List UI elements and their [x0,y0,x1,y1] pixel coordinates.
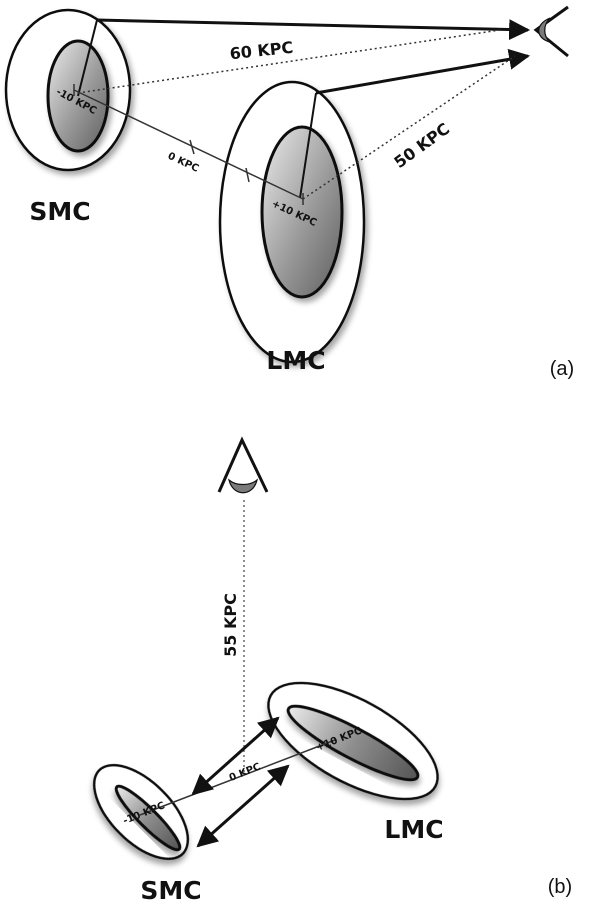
lmc-galaxy-a [218,80,366,364]
smc-galaxy-b [92,763,190,861]
lmc-inner-body [286,704,420,782]
lmc-label: LMC [384,815,443,844]
tick-mid-a [245,167,250,183]
separation-arrow-lower [196,764,290,848]
panel-label-b: (b) [548,876,572,898]
distance-label-lmc: 50 KPC [390,119,453,172]
smc-sightline-stem [77,19,98,97]
eye-icon [217,436,269,494]
distance-label-center: 55 KPC [221,593,240,657]
smc-inner-body [114,784,182,852]
lmc-galaxy-b [267,681,439,801]
panel-label-a: (a) [550,358,574,380]
smc-galaxy-a [4,8,132,172]
smc-label: SMC [29,197,90,226]
smc-label: SMC [140,876,201,905]
axis-line-a [73,89,304,200]
lmc-label: LMC [266,346,325,375]
tick-zero-a [189,139,195,155]
panel-b: 55 KPC 0 KPC -10 KPC +10 KPC LMC SMC (b) [92,436,572,905]
tick-label-zero: 0 KPC [166,151,200,175]
tick-label-zero: 0 KPC [228,761,263,784]
distance-label-smc: 60 KPC [229,38,294,64]
smc-distance-line [77,29,501,94]
separation-arrow-upper [191,716,280,796]
eye-icon [533,5,569,58]
panel-a: 60 KPC 50 KPC -10 KPC 0 KPC +10 KPC SMC … [4,5,574,380]
lmc-inner-body [260,125,344,299]
lmc-sightline-stem [299,92,317,199]
smc-sightline [96,18,531,41]
lmc-sightline [315,48,531,95]
